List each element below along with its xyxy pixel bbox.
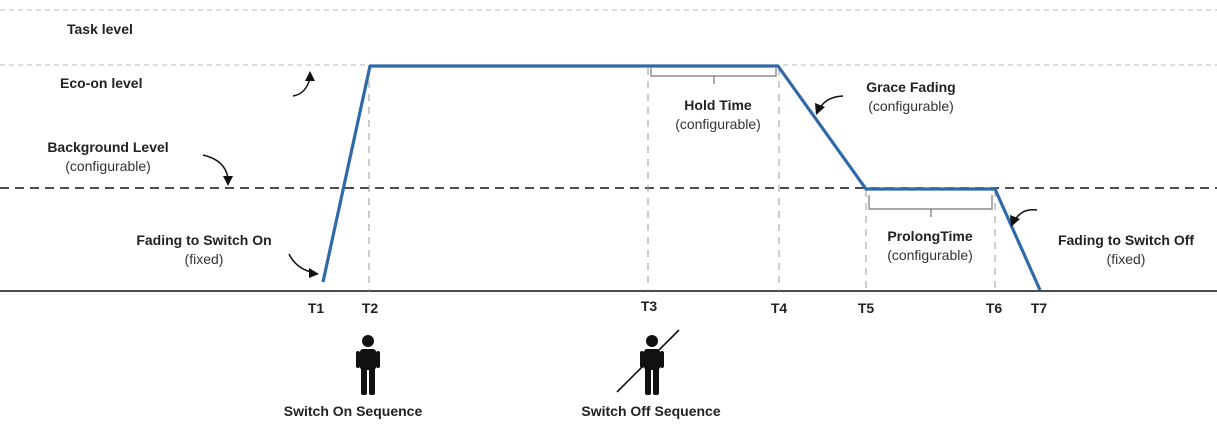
time-marker-t7: T7	[1031, 300, 1048, 316]
fading-on-label: Fading to Switch On	[136, 232, 271, 248]
time-marker-t2: T2	[362, 300, 379, 316]
person-absent-icon	[616, 329, 680, 395]
time-marker-t1: T1	[308, 300, 325, 316]
fading-off-sub: (fixed)	[1107, 251, 1146, 267]
background-level-sub: (configurable)	[65, 158, 151, 174]
eco-on-arrow-icon	[292, 71, 315, 97]
switch-on-sequence-label: Switch On Sequence	[284, 403, 423, 419]
grace-fading-sub: (configurable)	[868, 98, 954, 114]
person-present-icon	[356, 335, 380, 395]
prolong-time-label: ProlongTime	[887, 228, 973, 244]
prolong-time-sub: (configurable)	[887, 247, 973, 263]
eco-on-level-label: Eco-on level	[60, 75, 142, 91]
light-level-curve	[321, 64, 1042, 291]
time-marker-t5: T5	[858, 300, 875, 316]
task-level-label: Task level	[67, 21, 133, 37]
hold-time-label: Hold Time	[684, 97, 752, 113]
fading-on-arrow-icon	[288, 253, 319, 278]
background-level-label: Background Level	[47, 139, 168, 155]
switch-off-sequence-label: Switch Off Sequence	[581, 403, 720, 419]
fading-off-label: Fading to Switch Off	[1058, 232, 1194, 248]
grace-fading-label: Grace Fading	[866, 79, 955, 95]
time-marker-t6: T6	[986, 300, 1003, 316]
background-level-arrow-icon	[202, 154, 233, 186]
time-marker-t3: T3	[641, 298, 658, 314]
hold-time-sub: (configurable)	[675, 116, 761, 132]
fading-on-sub: (fixed)	[185, 251, 224, 267]
fading-off-arrow-icon	[1010, 208, 1038, 227]
hold-time-bracket	[650, 68, 777, 84]
prolong-time-bracket	[868, 195, 993, 217]
time-marker-t4: T4	[771, 300, 788, 316]
grace-fading-arrow-icon	[815, 95, 844, 115]
